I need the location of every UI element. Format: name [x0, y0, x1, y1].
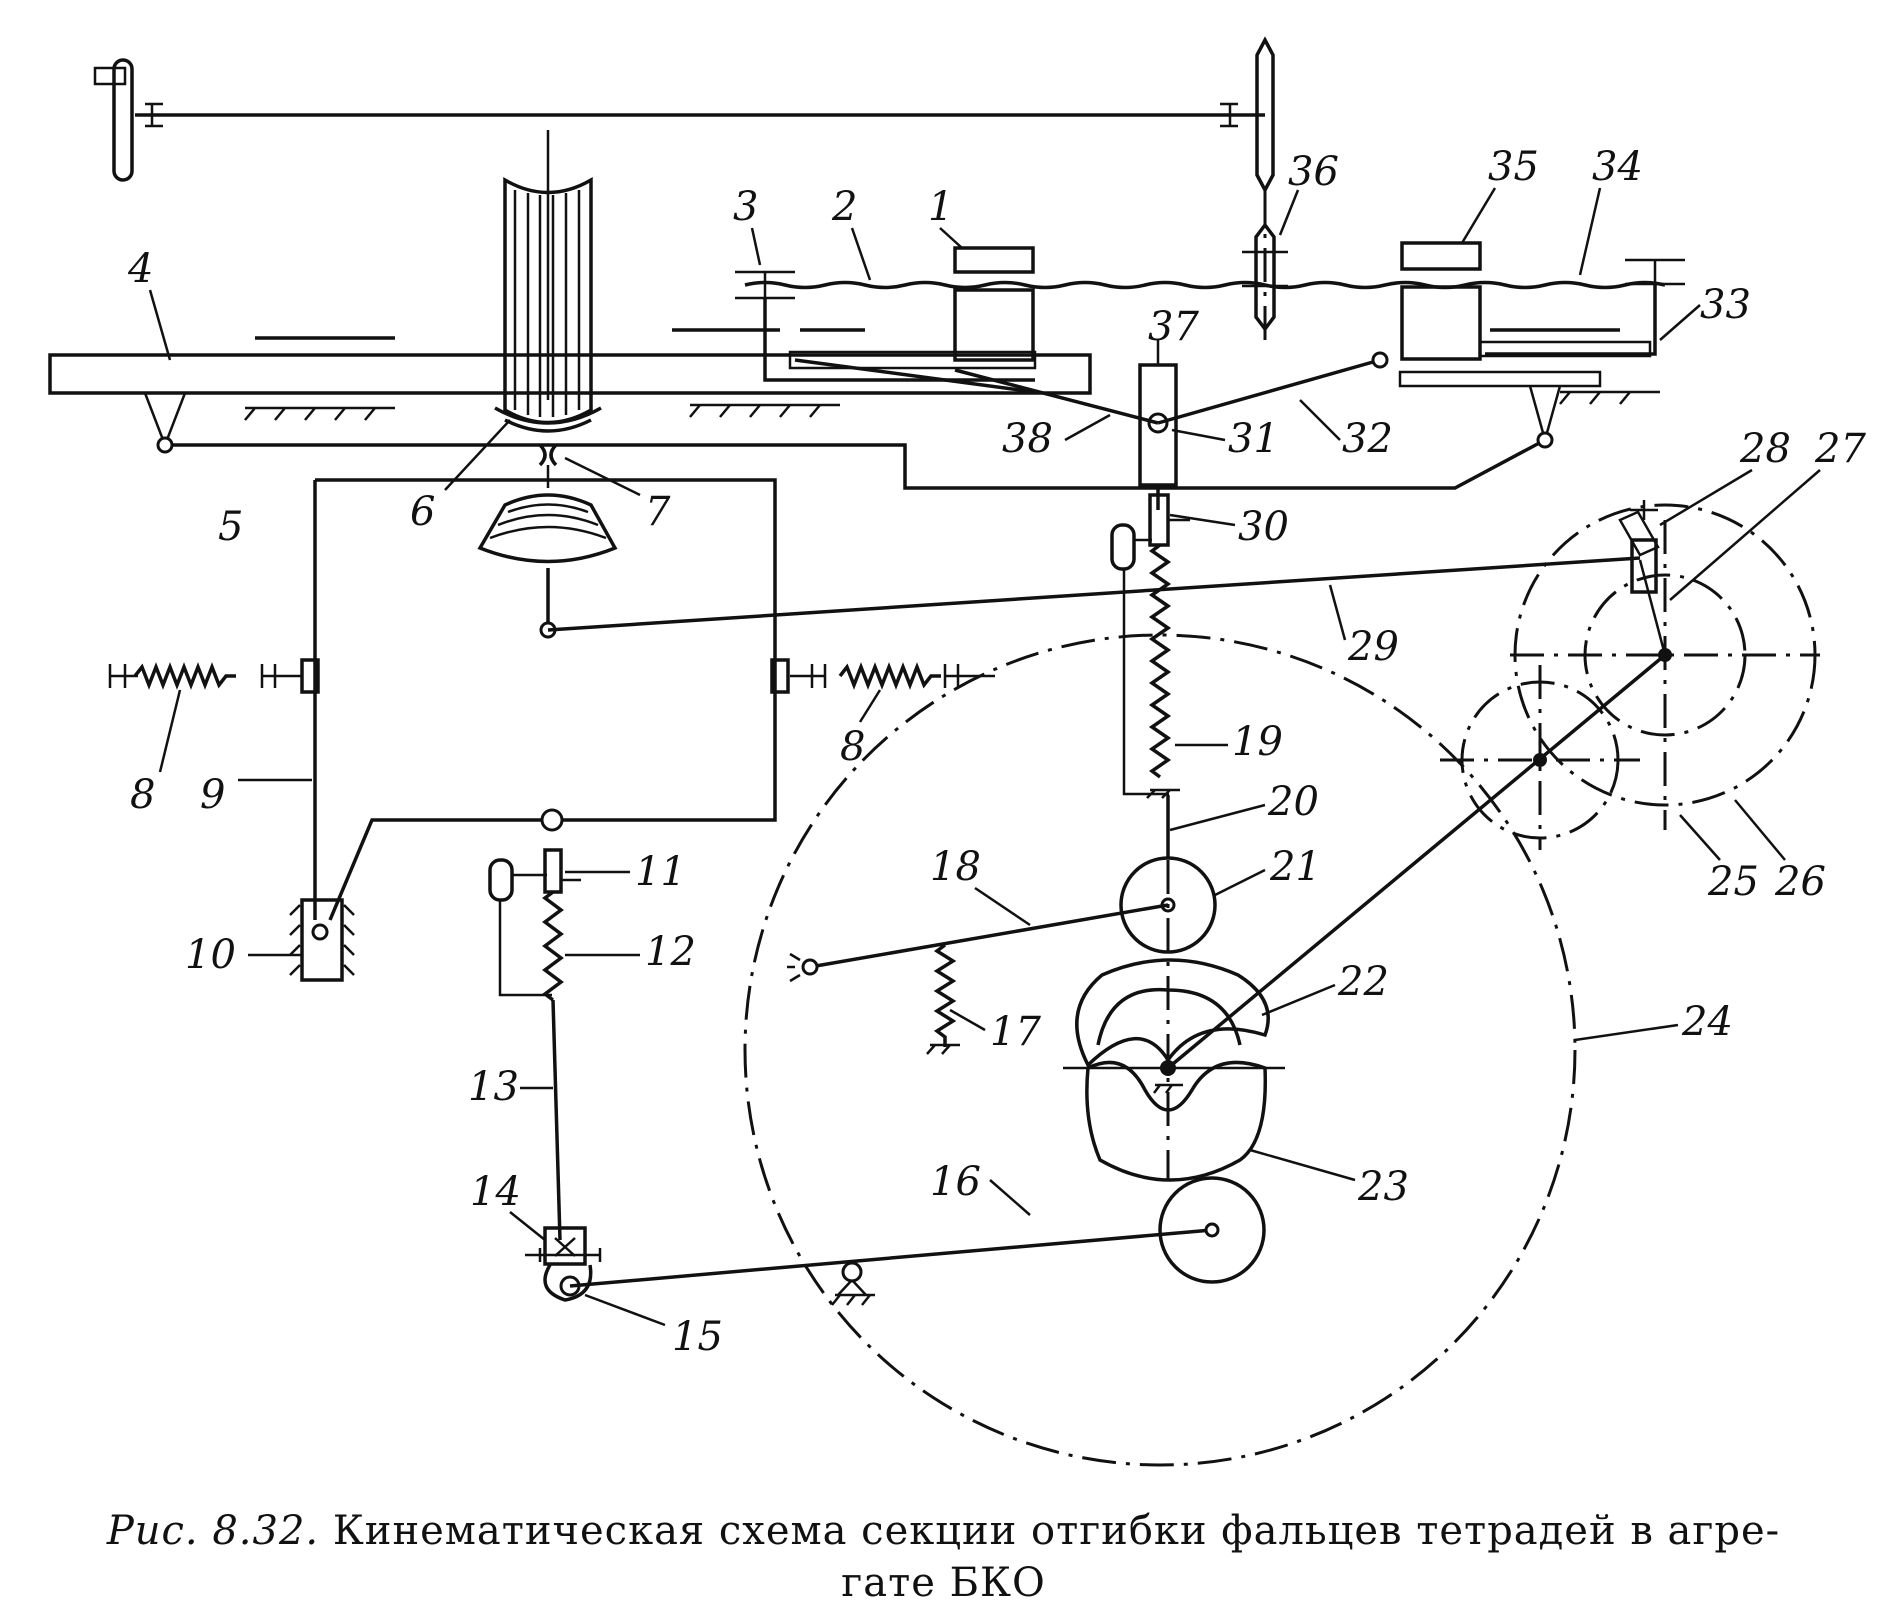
label-8-right: 8 — [840, 724, 865, 770]
label-27: 27 — [1814, 426, 1866, 472]
link-5 — [143, 385, 1562, 490]
label-35: 35 — [1488, 144, 1539, 190]
left-carriage-1 — [763, 246, 1037, 394]
label-33: 33 — [1700, 282, 1751, 328]
label-17: 17 — [990, 1009, 1041, 1055]
gear-train — [1440, 500, 1820, 850]
slider-14 — [525, 1226, 602, 1302]
label-9: 9 — [200, 772, 225, 818]
link-29 — [547, 556, 1641, 632]
cam-shaft — [1063, 860, 1285, 1180]
label-8-left: 8 — [130, 772, 155, 818]
caption-figure-label: Рис. 8.32. — [106, 1508, 320, 1554]
label-31: 31 — [1228, 416, 1279, 462]
label-6: 6 — [410, 489, 435, 535]
label-28: 28 — [1739, 426, 1791, 472]
label-36: 36 — [1288, 149, 1339, 195]
label-12: 12 — [645, 929, 696, 975]
label-18: 18 — [930, 844, 981, 890]
label-30: 30 — [1238, 504, 1289, 550]
label-5: 5 — [218, 504, 243, 550]
label-37: 37 — [1148, 304, 1199, 350]
spring-8-left — [108, 662, 302, 690]
spring-17 — [926, 943, 960, 1055]
roll-6 — [494, 130, 602, 433]
part-labels: 1 2 3 4 5 6 7 8 8 9 10 11 12 13 14 15 16… — [127, 144, 1866, 1360]
label-19: 19 — [1232, 719, 1283, 765]
roller-lower — [1158, 1176, 1266, 1284]
lever-18 — [787, 903, 1169, 983]
label-15: 15 — [672, 1314, 723, 1360]
label-22: 22 — [1337, 959, 1389, 1005]
cam-22 — [1075, 958, 1270, 1068]
pivot-10 — [289, 898, 355, 982]
label-34: 34 — [1592, 144, 1643, 190]
label-38: 38 — [1002, 416, 1053, 462]
cam-23 — [1085, 1060, 1268, 1182]
slider-31 — [954, 340, 1389, 510]
label-10: 10 — [185, 932, 236, 978]
caption-line-2: гате БКО — [841, 1560, 1046, 1606]
caption-line-1: Рис. 8.32. Кинематическая схема секции о… — [0, 1505, 1887, 1557]
label-2: 2 — [831, 184, 857, 230]
label-4: 4 — [127, 246, 153, 292]
top-drive-shaft — [93, 36, 1275, 194]
right-carriage-35 — [1398, 241, 1657, 388]
label-26: 26 — [1774, 859, 1826, 905]
label-7: 7 — [645, 489, 671, 535]
label-29: 29 — [1347, 624, 1399, 670]
spring-8-right — [790, 662, 995, 690]
label-24: 24 — [1681, 999, 1733, 1045]
table-4 — [48, 328, 1660, 421]
label-3: 3 — [733, 184, 758, 230]
label-25: 25 — [1707, 859, 1759, 905]
rod-13 — [488, 808, 581, 1241]
label-21: 21 — [1269, 844, 1321, 890]
label-20: 20 — [1267, 779, 1319, 825]
label-23: 23 — [1357, 1164, 1409, 1210]
leader-lines — [148, 187, 1821, 1327]
crank-link — [1166, 653, 1667, 1070]
rod-20 — [1110, 493, 1190, 858]
gear-24-pitch-circle — [743, 633, 1577, 1467]
label-32: 32 — [1342, 416, 1393, 462]
lever-16 — [569, 1228, 1213, 1306]
upper-shaft-2-34 — [735, 258, 1685, 300]
label-16: 16 — [930, 1159, 981, 1205]
label-1: 1 — [928, 184, 953, 230]
caption-text-1: Кинематическая схема секции отгибки фаль… — [332, 1508, 1781, 1554]
label-13: 13 — [468, 1064, 519, 1110]
frame-9 — [300, 478, 790, 921]
figure-caption: Рис. 8.32. Кинематическая схема секции о… — [0, 1505, 1887, 1609]
label-11: 11 — [635, 849, 686, 895]
label-14: 14 — [470, 1169, 521, 1215]
